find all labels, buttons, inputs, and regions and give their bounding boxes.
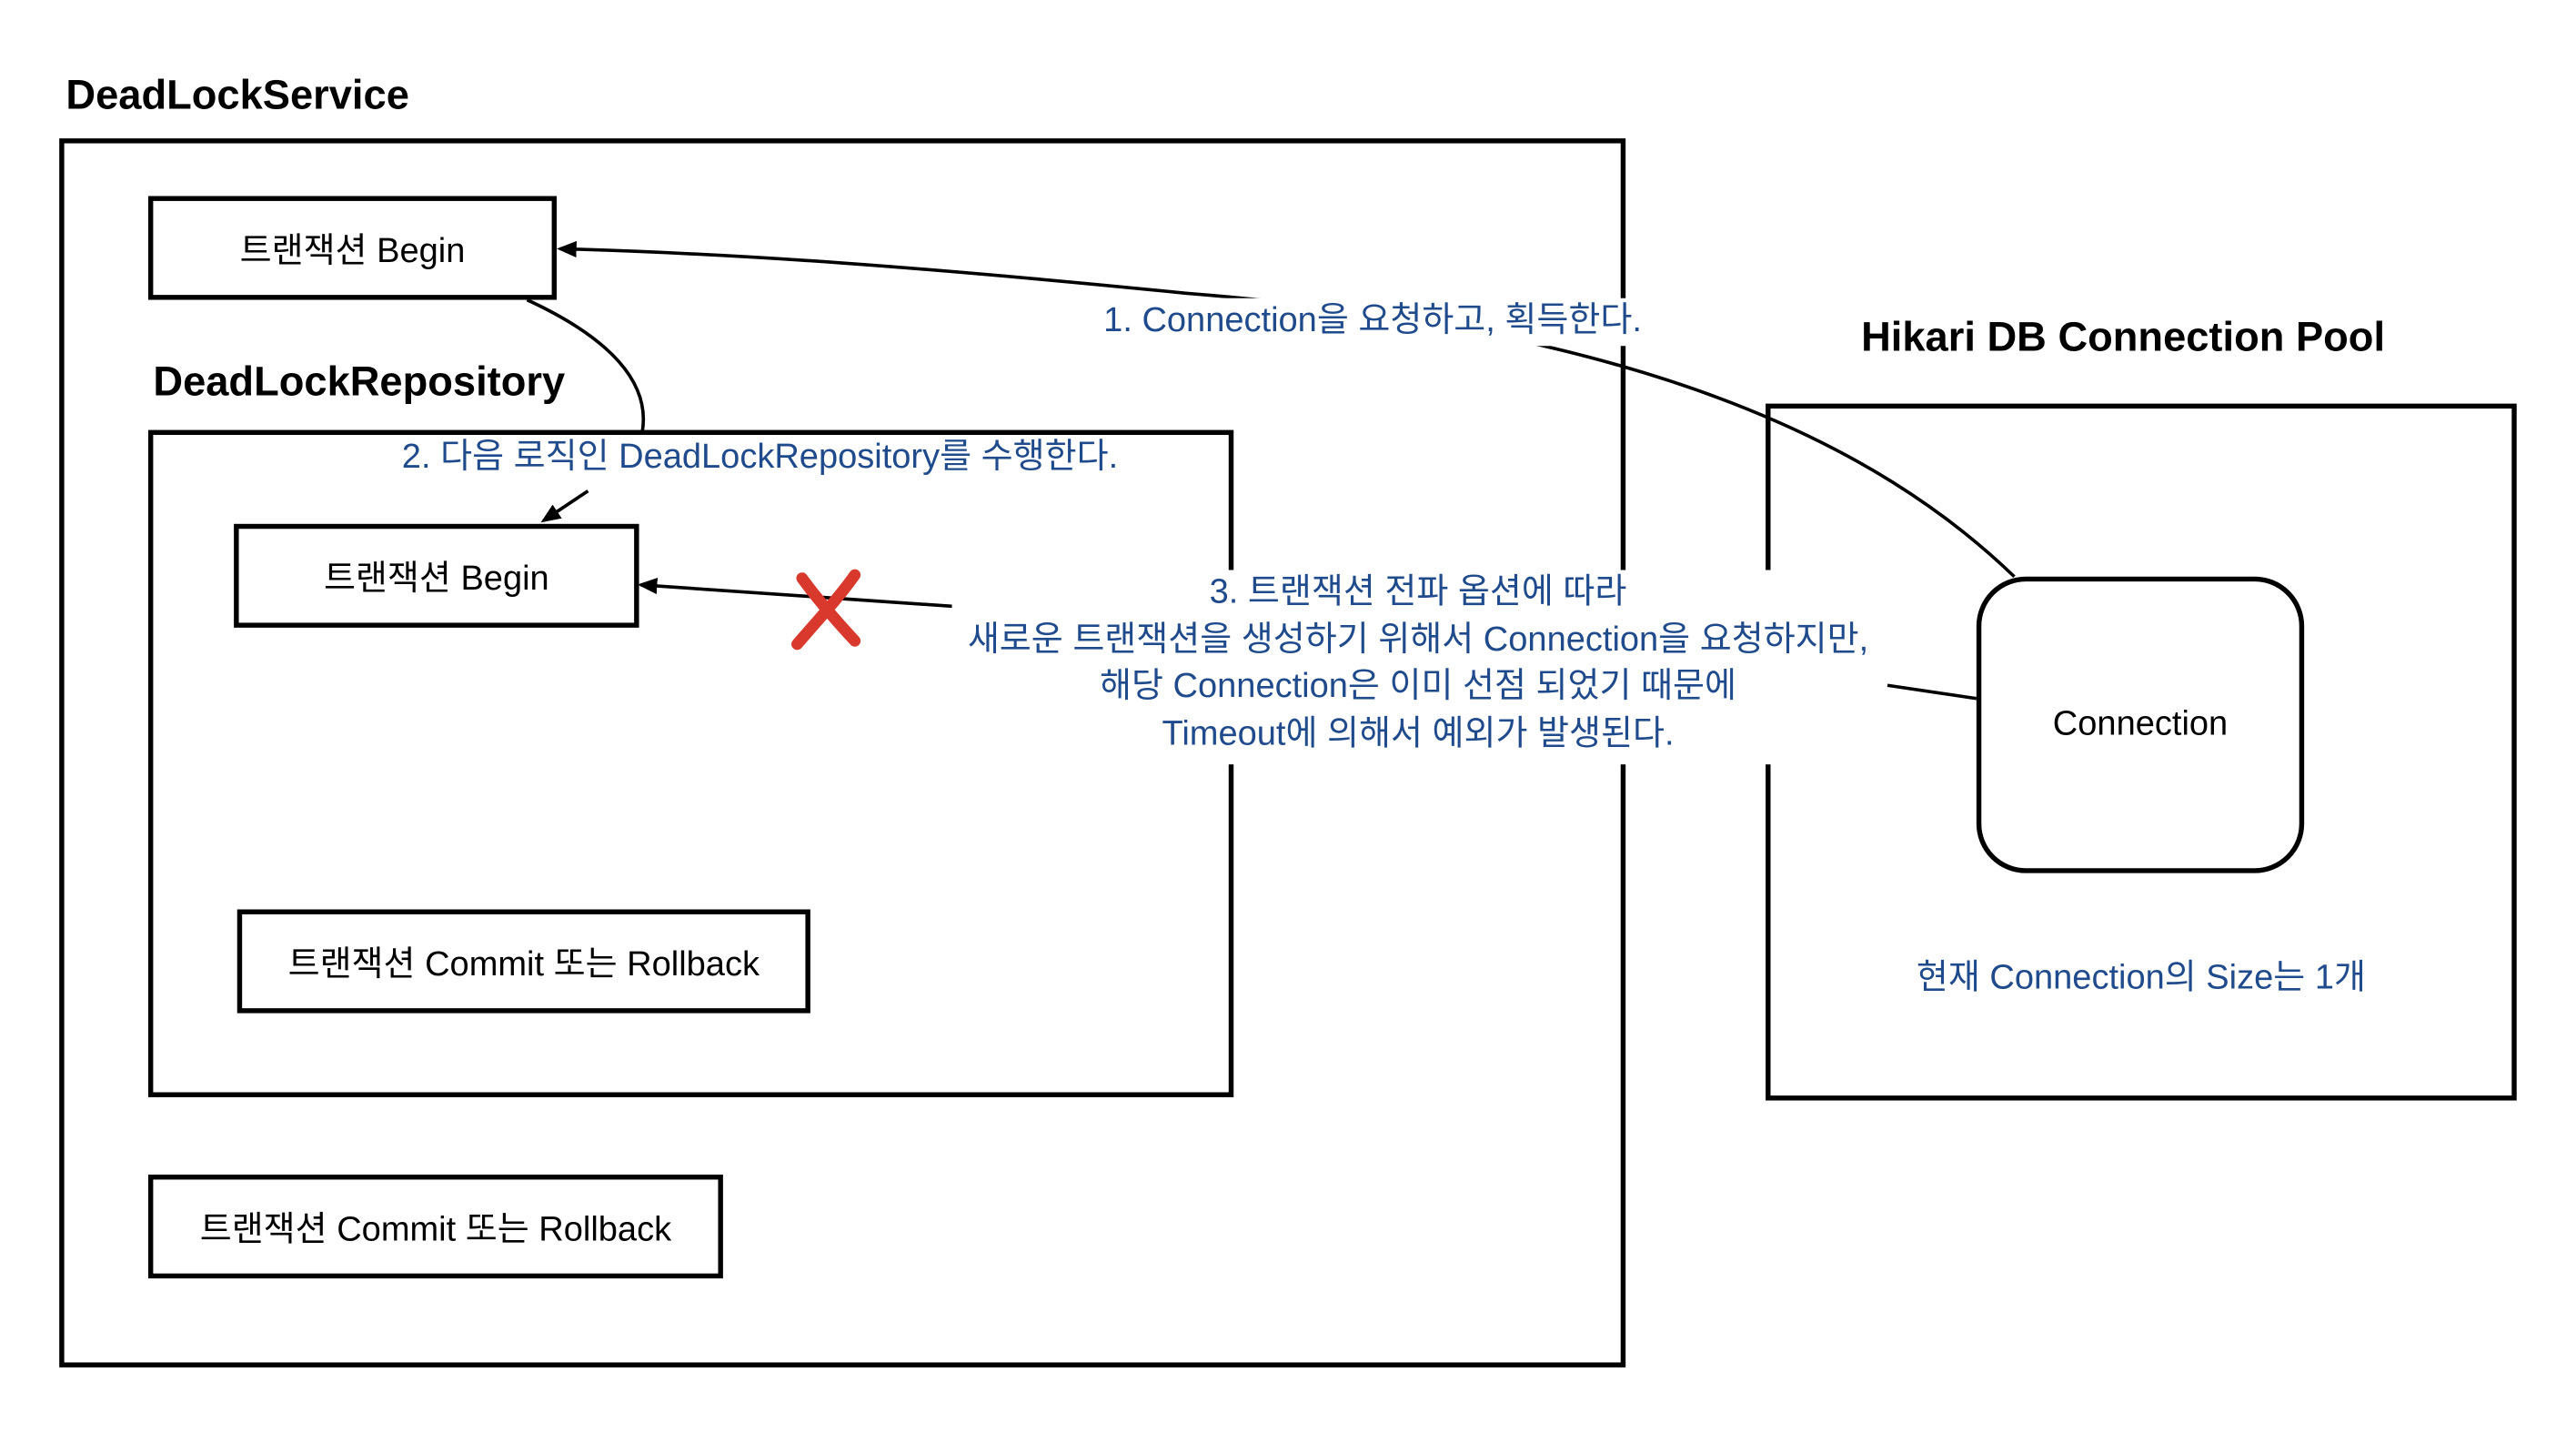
repository-title: DeadLockRepository — [153, 358, 566, 406]
service-begin-node: 트랜잭션 Begin — [147, 196, 558, 300]
step3-line-1: 3. 트랜잭션 전파 옵션에 따라 — [1209, 573, 1627, 611]
repository-end-node: 트랜잭션 Commit 또는 Rollback — [236, 909, 810, 1014]
connection-to-repository-begin-arrow — [640, 585, 1977, 701]
pool-title: Hikari DB Connection Pool — [1861, 314, 2386, 361]
service-title: DeadLockService — [65, 72, 409, 119]
connection-node: Connection — [1976, 576, 2305, 873]
x-mark-icon — [791, 569, 861, 651]
pool-size-note: 현재 Connection의 Size는 1개 — [1916, 958, 2366, 997]
service-end-node: 트랜잭션 Commit 또는 Rollback — [147, 1175, 723, 1279]
step3-line-3: 해당 Connection은 이미 선점 되었기 때문에 — [1100, 667, 1736, 705]
step2-note: 2. 다음 로직인 DeadLockRepository를 수행한다. — [395, 435, 1125, 482]
step1-note: 1. Connection을 요청하고, 획득한다. — [1100, 298, 1645, 346]
service-begin-to-repository-begin-arrow — [526, 298, 646, 432]
step3-note: 3. 트랜잭션 전파 옵션에 따라 새로운 트랜잭션을 생성하기 위해서 Con… — [951, 570, 1885, 765]
step3-line-4: Timeout에 의해서 예외가 발생된다. — [1162, 713, 1675, 752]
step2-arrow-tail — [540, 489, 589, 523]
repository-begin-node: 트랜잭션 Begin — [234, 523, 639, 628]
step3-line-2: 새로운 트랜잭션을 생성하기 위해서 Connection을 요청하지만, — [967, 620, 1869, 659]
